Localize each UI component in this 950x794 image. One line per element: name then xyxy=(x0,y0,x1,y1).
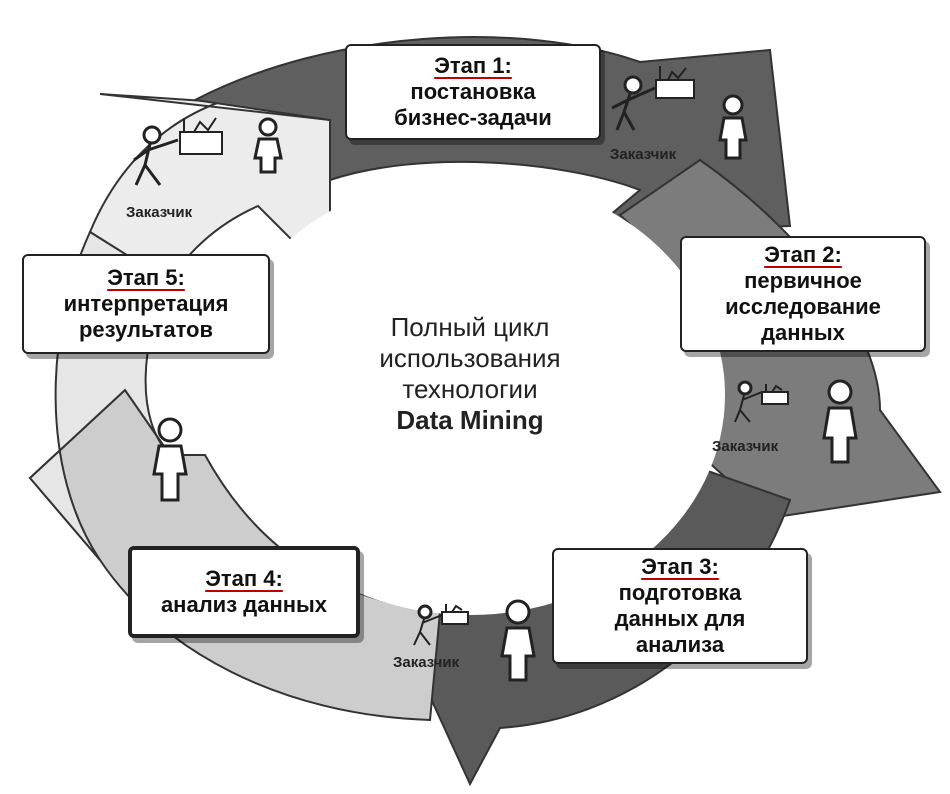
stage4-box: Этап 4: анализ данных xyxy=(128,546,360,638)
center-line4: Data Mining xyxy=(396,405,544,435)
person-pointing-icon xyxy=(734,380,763,423)
person-icon xyxy=(718,94,748,160)
stage3-customer-label: Заказчик xyxy=(393,654,460,671)
stage2-line3: данных xyxy=(761,320,845,345)
stage3-line1: подготовка xyxy=(618,580,742,605)
stage2-customer-figures xyxy=(734,379,858,464)
stage5-line1: интерпретация xyxy=(63,291,229,316)
stage5-title: Этап 5: xyxy=(107,265,185,290)
person-pointing-icon xyxy=(413,604,443,646)
stage2-box: Этап 2: первичное исследование данных xyxy=(680,236,926,352)
factory-chart-icon xyxy=(179,117,223,155)
stage1-customer-label: Заказчик xyxy=(610,146,677,163)
person-icon xyxy=(152,417,188,502)
person-icon xyxy=(822,379,858,464)
stage2-title: Этап 2: xyxy=(764,242,842,267)
stage3-line3: анализа xyxy=(635,632,725,657)
stage1-box: Этап 1: постановка бизнес-задачи xyxy=(345,44,601,140)
factory-chart-icon xyxy=(441,604,469,625)
stage1-line2: бизнес-задачи xyxy=(394,105,552,130)
stage1-line1: постановка xyxy=(410,79,536,104)
center-line3: технологии xyxy=(402,374,538,404)
stage3-line2: данных для xyxy=(614,606,746,631)
stage1-title: Этап 1: xyxy=(434,53,512,78)
stage4-line1: анализ данных xyxy=(160,592,328,617)
stage5-customer-figures xyxy=(133,117,283,186)
stage5-box: Этап 5: интерпретация результатов xyxy=(22,254,270,354)
person-pointing-icon xyxy=(611,75,656,131)
stage4-title: Этап 4: xyxy=(205,566,283,591)
person-pointing-icon xyxy=(133,125,179,186)
stage2-customer-label: Заказчик xyxy=(712,438,779,455)
stage3-customer-figures xyxy=(413,599,536,682)
stage2-line2: исследование xyxy=(725,294,881,319)
factory-chart-icon xyxy=(761,384,789,405)
factory-chart-icon xyxy=(655,66,695,99)
stage5-line2: результатов xyxy=(78,317,214,342)
stage2-line1: первичное xyxy=(744,268,862,293)
stage5-customer-label: Заказчик xyxy=(126,204,193,221)
stage3-box: Этап 3: подготовка данных для анализа xyxy=(552,548,808,664)
stage3-title: Этап 3: xyxy=(641,554,719,579)
center-line1: Полный цикл xyxy=(390,312,550,342)
person-icon xyxy=(253,117,283,174)
center-caption: Полный цикл использования технологии Dat… xyxy=(330,312,610,436)
stage4-person-figure xyxy=(152,417,188,502)
stage1-customer-figures xyxy=(611,66,748,160)
center-line2: использования xyxy=(379,343,561,373)
person-icon xyxy=(500,599,536,682)
